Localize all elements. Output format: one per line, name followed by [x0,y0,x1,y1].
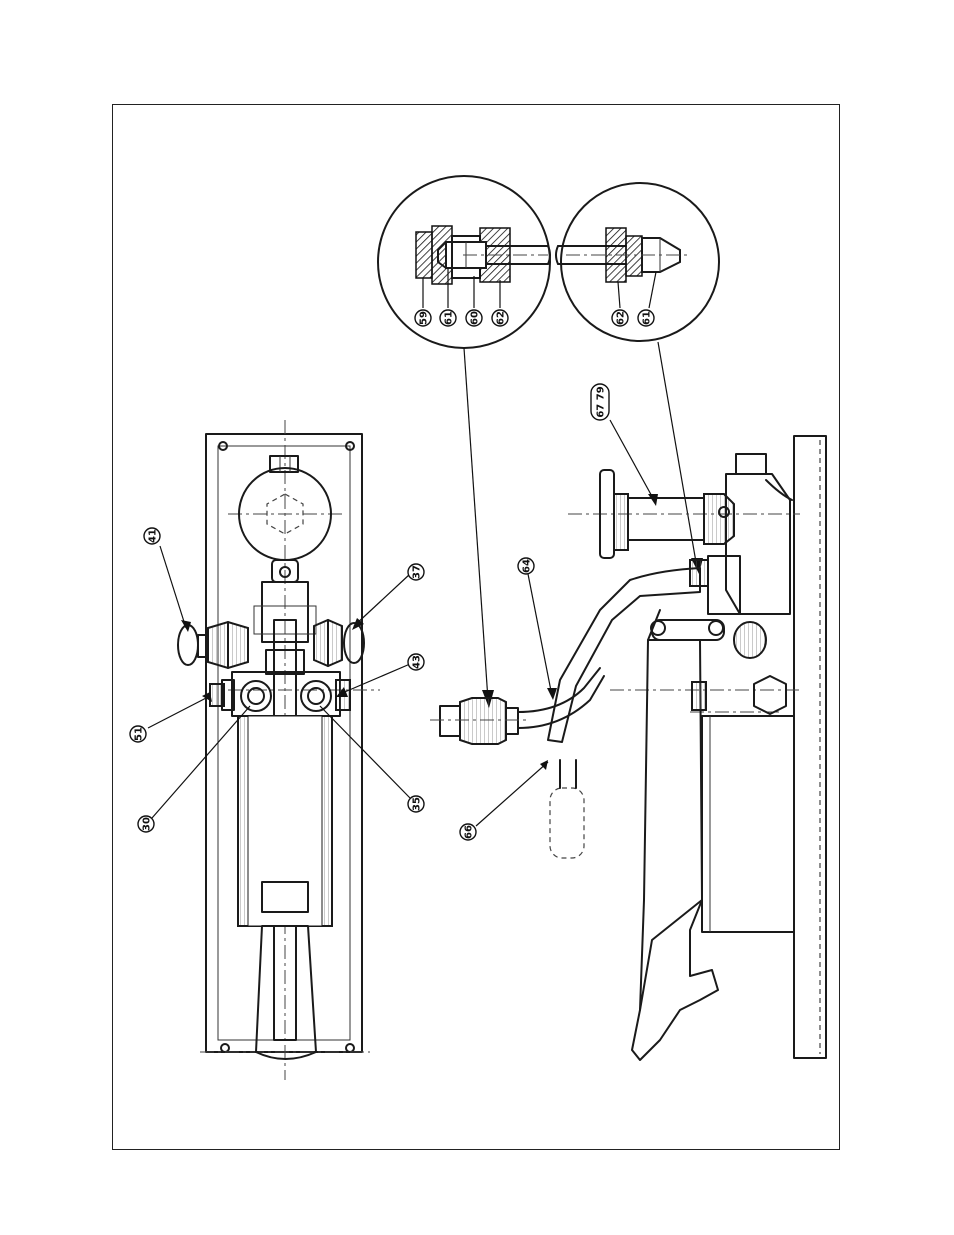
callout-66-label: 66 [464,825,475,839]
detail-leaders [464,342,703,708]
callout-41-label: 41 [148,529,159,543]
callout-61-right-label: 61 [642,311,653,325]
callout-64: 64 [518,558,534,574]
detail-view-left [378,176,550,348]
callout-35-label: 35 [412,797,423,811]
callout-60: 60 [466,310,482,326]
front-view [178,420,380,1080]
callout-37-label: 37 [412,565,423,579]
callout-51-label: 51 [134,727,145,741]
callout-67-79: 67 79 [591,384,609,420]
callout-37: 37 [408,564,424,580]
callout-59-label: 59 [419,311,430,325]
callout-35: 35 [408,796,424,812]
callout-61-right: 61 [638,310,654,326]
callout-66: 66 [460,824,476,840]
callout-67-79-label: 67 79 [596,386,607,417]
side-view [430,436,826,1060]
callout-62-right: 62 [612,310,628,326]
callout-61-label: 61 [444,311,455,325]
callout-62: 62 [492,310,508,326]
callout-51: 51 [130,726,146,742]
callout-41: 41 [144,528,160,544]
callout-62-label: 62 [496,311,507,325]
callout-59: 59 [415,310,431,326]
callout-30-label: 30 [142,817,153,831]
callout-60-label: 60 [470,311,481,325]
callout-61: 61 [440,310,456,326]
callout-62-right-label: 62 [616,311,627,325]
callout-64-label: 64 [522,559,533,573]
callout-30: 30 [138,816,154,832]
callout-43-label: 43 [412,655,423,669]
callout-43: 43 [408,654,424,670]
